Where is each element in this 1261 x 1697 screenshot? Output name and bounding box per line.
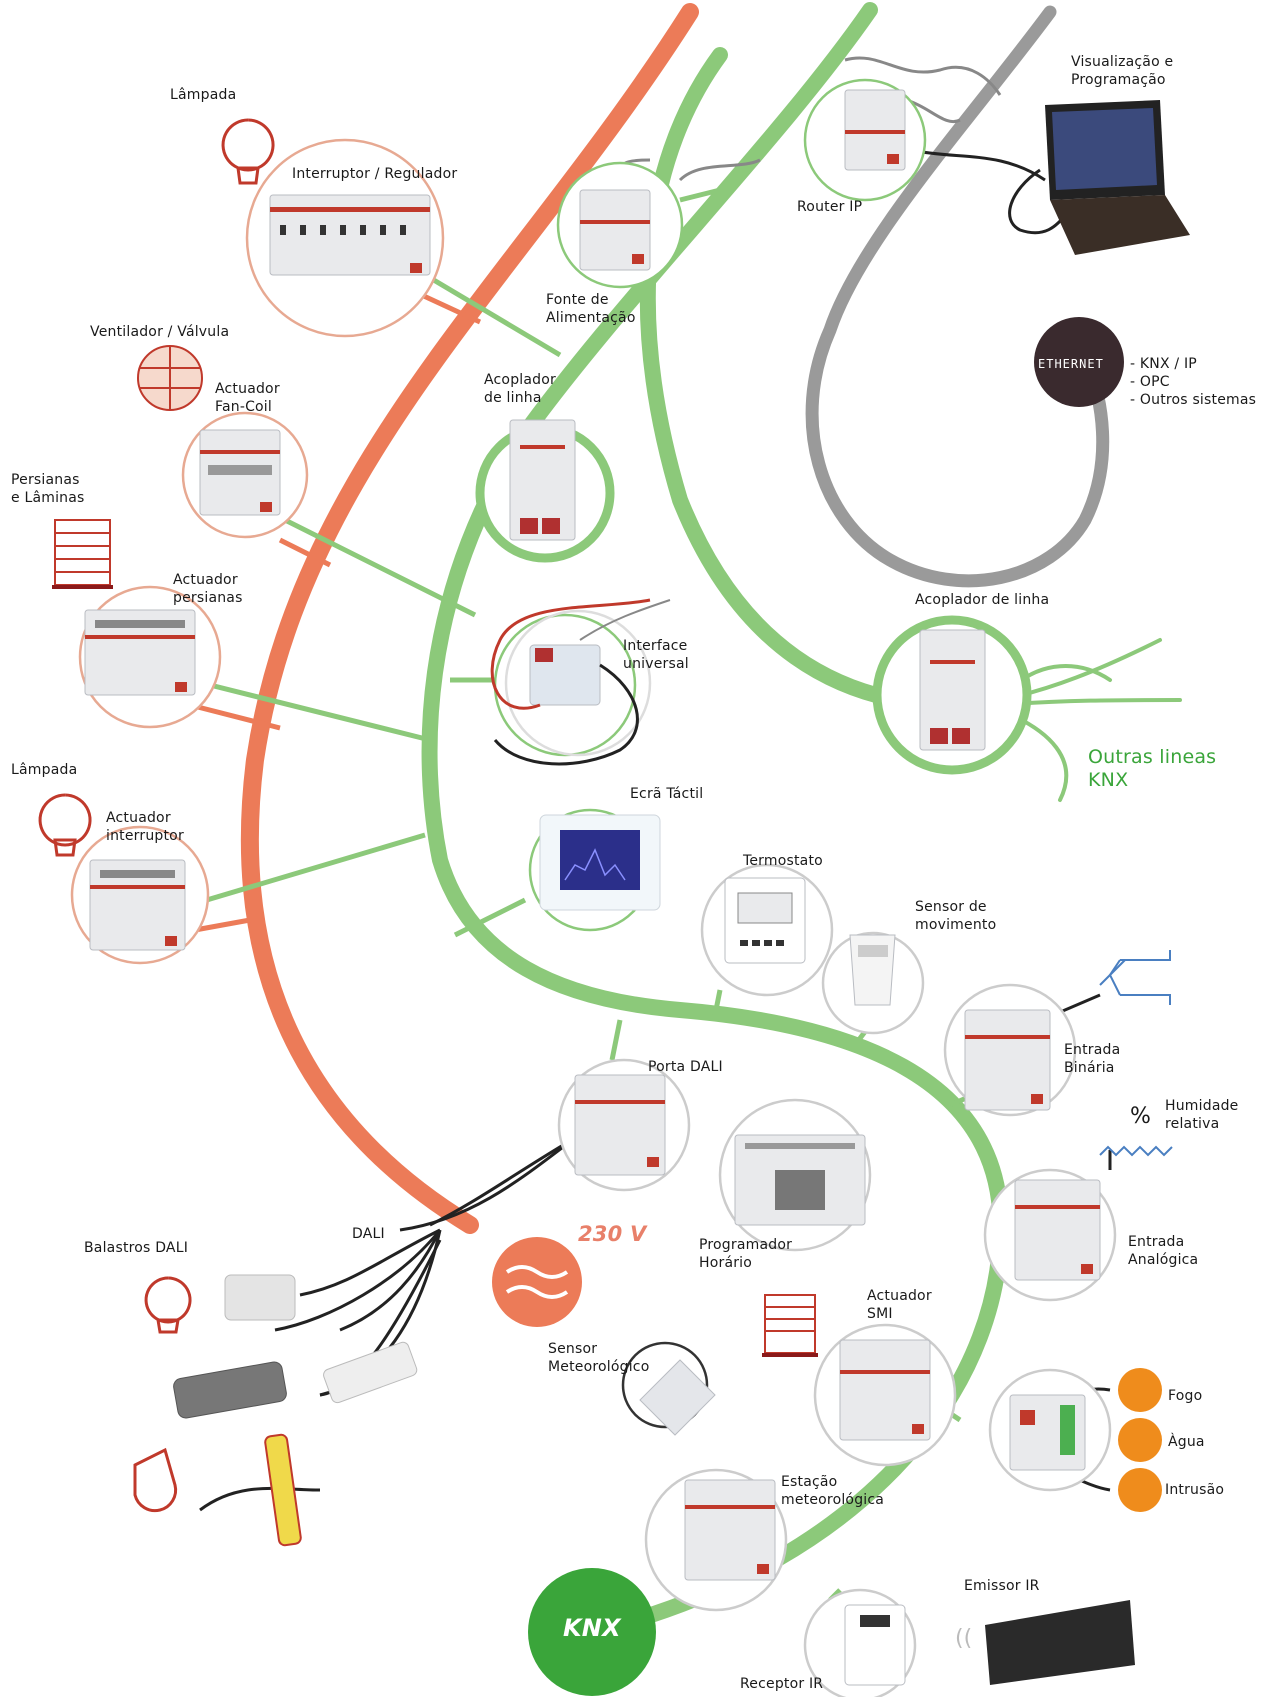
label-programador: Programador Horário [699, 1237, 793, 1271]
label-fonte: Fonte de Alimentação [546, 292, 636, 326]
label-intrusao: Intrusão [1165, 1482, 1225, 1498]
weather-sensor-device [639, 1359, 716, 1436]
label-lampada-mid: Lâmpada [11, 762, 78, 778]
label-entrada-binaria: Entrada Binária [1064, 1042, 1121, 1076]
fan-valve-icon [137, 345, 203, 411]
label-humidade: Humidade relativa [1165, 1098, 1239, 1132]
label-agua: Àgua [1168, 1434, 1205, 1450]
dali-ballasts [173, 1274, 418, 1419]
ethernet-cable [805, 5, 1110, 588]
label-dali: DALI [352, 1226, 385, 1242]
ir-receiver-device [844, 1604, 906, 1686]
ethernet-node [1034, 317, 1124, 407]
ir-emitter-device: (( [955, 1600, 1135, 1685]
label-percent: % [1130, 1104, 1152, 1129]
interface-universal-device [490, 598, 671, 766]
knx-node [528, 1568, 656, 1696]
label-interface-universal: Interface universal [623, 638, 689, 672]
humidity-symbol [1099, 1145, 1173, 1157]
label-lampada-top: Lâmpada [170, 87, 237, 103]
lamp-icon-mid [38, 793, 92, 857]
label-porta-dali: Porta DALI [648, 1059, 723, 1075]
label-estacao-meteo: Estação meteorológica [781, 1474, 885, 1508]
label-termostato: Termostato [743, 853, 823, 869]
lamp-icon-top [221, 118, 275, 185]
lamp-icon-dali-2 [133, 1447, 178, 1513]
label-emissor-ir: Emissor IR [964, 1578, 1040, 1594]
binary-contact-symbol [1099, 950, 1171, 1005]
ethernet-node-label: ETHERNET [1038, 357, 1104, 371]
blinds-icon-1 [52, 519, 113, 589]
label-sensor-meteo: Sensor Meteorológico [548, 1341, 650, 1375]
din-devices [84, 89, 1101, 1581]
label-entrada-analogica: Entrada Analógica [1128, 1234, 1199, 1268]
tube-lamp-icon [264, 1433, 302, 1547]
security-sensor-icons [1118, 1368, 1162, 1512]
thermostat-device [724, 877, 806, 964]
label-fogo: Fogo [1168, 1388, 1203, 1404]
power-line-230v [240, 3, 699, 1234]
label-ecra-tactil: Ecrã Táctil [630, 786, 704, 802]
label-ventilador: Ventilador / Válvula [90, 324, 230, 340]
knx-second-bus [639, 47, 948, 713]
label-actuador-persianas: Actuador persianas [173, 572, 243, 606]
motion-sensor-device [849, 934, 896, 1006]
svg-text:((: (( [955, 1626, 972, 1651]
label-outras-linhas: Outras lineas KNX [1088, 746, 1217, 791]
blinds-icon-2 [762, 1294, 818, 1357]
power-node [492, 1237, 582, 1327]
label-acoplador-2: Acoplador de linha [915, 592, 1050, 608]
knx-main-bus [421, 2, 1009, 1638]
touch-screen-device [539, 814, 661, 911]
knx-node-label: KNX [563, 1614, 621, 1642]
label-actuador-fancoil: Actuador Fan-Coil [215, 381, 280, 415]
label-visualizacao: Visualização e Programação [1071, 54, 1174, 88]
laptop-device [1045, 100, 1190, 255]
label-actuador-interruptor: Actuador interruptor [106, 810, 184, 844]
label-balastros: Balastros DALI [84, 1240, 189, 1256]
voltage-label: 230 V [578, 1222, 647, 1246]
label-router-ip: Router IP [797, 199, 863, 215]
label-actuador-smi: Actuador SMI [867, 1288, 932, 1322]
label-receptor-ir: Receptor IR [740, 1676, 824, 1692]
label-persianas: Persianas e Lâminas [11, 472, 85, 506]
label-interruptor: Interruptor / Regulador [292, 166, 458, 182]
label-sensor-movimento: Sensor de movimento [915, 899, 997, 933]
label-ethernet-list: - KNX / IP - OPC - Outros sistemas [1130, 356, 1257, 408]
lamp-icon-dali-1 [144, 1276, 192, 1334]
label-acoplador-1: Acoplador de linha [484, 372, 556, 406]
